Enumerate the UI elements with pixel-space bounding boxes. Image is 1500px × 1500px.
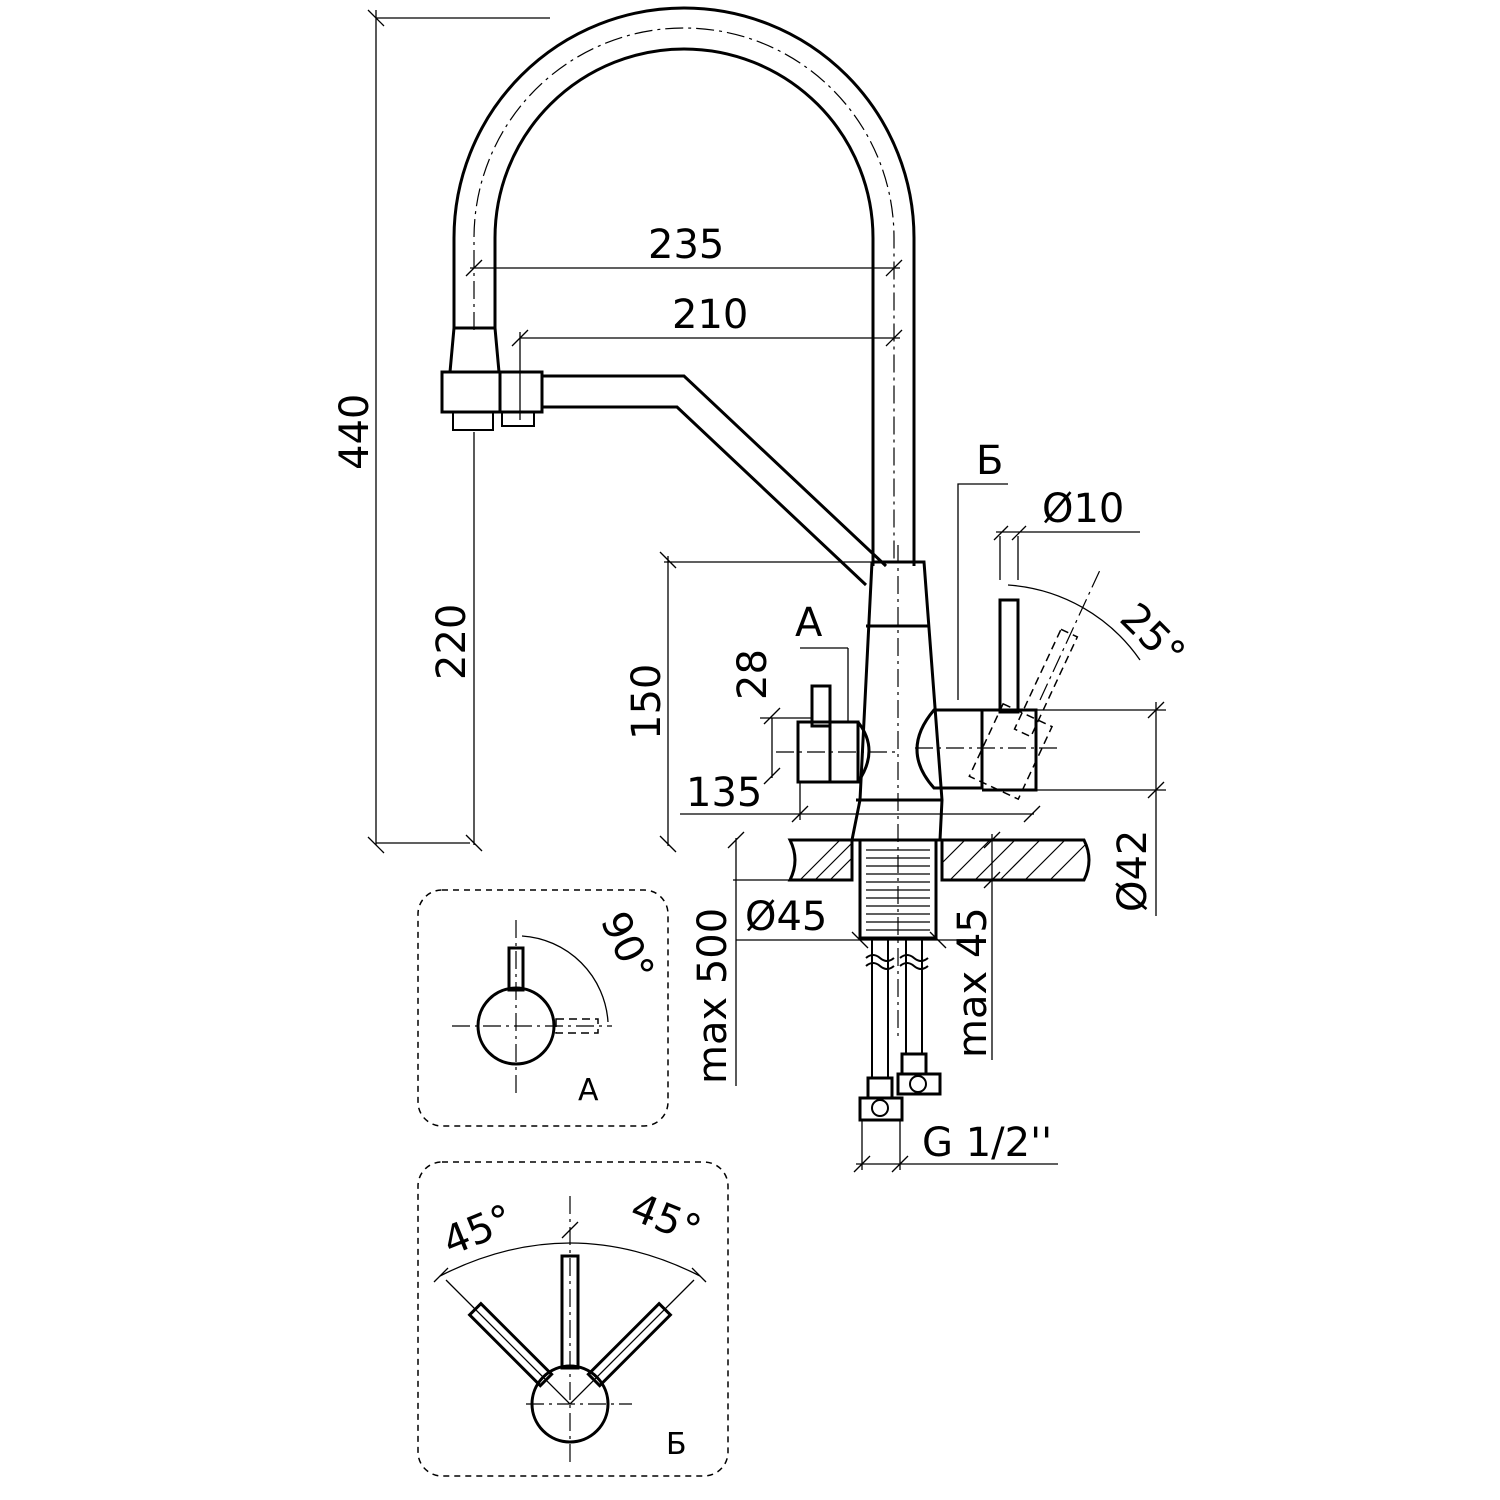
view-b-label: Б (666, 1427, 687, 1462)
threaded-shank (858, 838, 938, 940)
dimension-spout-reach: 235 (465, 222, 903, 277)
hose-length-value: max 500 (690, 908, 736, 1084)
filter-water-spout (542, 374, 888, 587)
handle-a-label: A (795, 600, 823, 646)
dimension-spout-reach-inner: 210 (511, 292, 903, 420)
dimension-handle-a-height: 28 (730, 649, 812, 785)
lever-tilt-value: 25° (1111, 595, 1194, 678)
handle-b: Б (915, 438, 1079, 801)
counter-thickness-value: max 45 (950, 907, 996, 1058)
handle-a-height-value: 28 (730, 649, 776, 700)
dimension-lever-tilt: 25° (1007, 569, 1194, 701)
detail-view-a: 90° A (417, 889, 669, 1127)
mixer-body (850, 545, 944, 1040)
spray-head (440, 326, 544, 431)
dimension-spout-height: 220 (429, 432, 483, 852)
dimension-body-diameter: Ø42 (1036, 701, 1166, 916)
hole-diameter-value: Ø45 (745, 894, 827, 940)
dimension-hose-diameter: Ø10 (993, 486, 1140, 580)
total-height-value: 440 (332, 394, 378, 470)
body-diameter-value: Ø42 (1110, 830, 1156, 912)
spout-reach-value: 235 (648, 222, 724, 268)
supply-hoses (865, 938, 929, 1078)
countertop (787, 838, 1091, 882)
detail-view-b: 45° 45° Б (417, 1161, 729, 1477)
dimension-hose-length: max 500 (690, 831, 745, 1086)
handle-a: A (776, 600, 900, 784)
dimension-total-height: 440 (332, 9, 550, 854)
body-height-value: 150 (624, 664, 670, 740)
dimension-handle-a-offset: 135 (680, 770, 1041, 823)
spout-reach-inner-value: 210 (672, 292, 748, 338)
handle-a-offset-value: 135 (686, 770, 762, 816)
view-b-angle-left: 45° (437, 1196, 520, 1265)
view-a-angle: 90° (591, 905, 663, 989)
hose-fitting-left (858, 1076, 904, 1122)
dimension-thread: G 1/2'' (853, 1120, 1058, 1173)
view-b-angle-right: 45° (624, 1185, 707, 1254)
thread-value: G 1/2'' (922, 1120, 1052, 1166)
dimension-hole-diameter: Ø45 (733, 879, 966, 949)
dimension-body-height: 150 (624, 551, 872, 853)
view-a-label: A (578, 1073, 599, 1108)
dimension-counter-thickness: max 45 (950, 831, 1001, 1060)
gooseneck-spout (452, 6, 916, 566)
hose-fitting-right (896, 1052, 942, 1096)
hose-diameter-value: Ø10 (1042, 486, 1124, 532)
handle-b-label: Б (976, 438, 1003, 484)
spout-height-value: 220 (429, 604, 475, 680)
